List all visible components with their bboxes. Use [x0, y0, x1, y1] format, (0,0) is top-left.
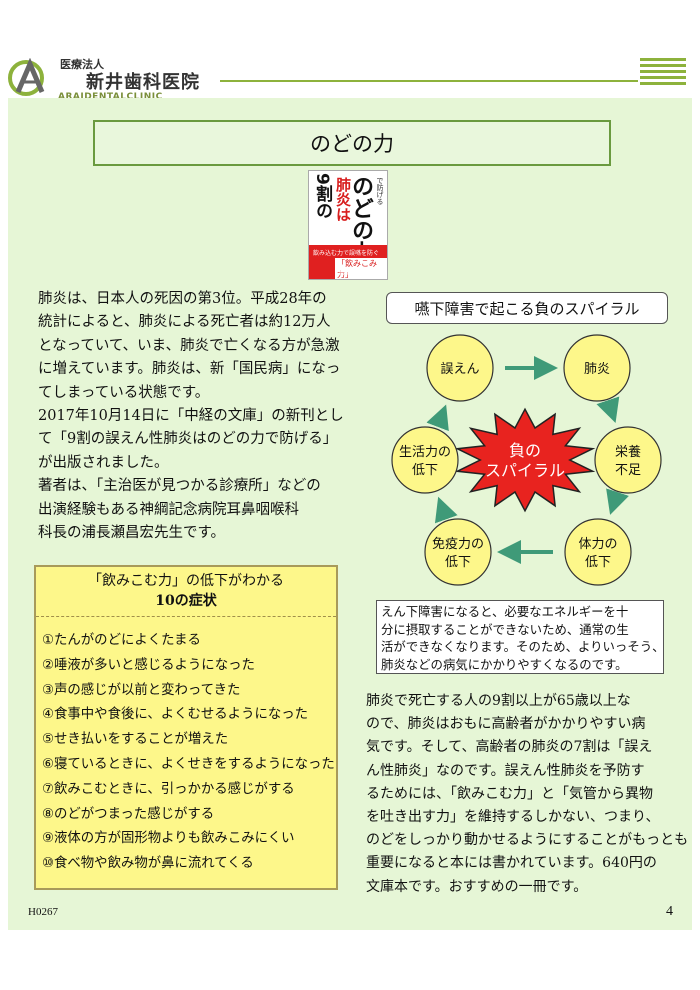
intro-line: て「9割の誤えん性肺炎はのどの力で防げる」 [38, 431, 338, 448]
book-red-title: 肺炎は [334, 177, 352, 222]
symptom-item: ⑤せき払いをすることが増えた [42, 732, 229, 748]
symptom-item: ⑥寝ているときに、よくせきをするようになった [42, 756, 335, 772]
summary-line: 気です。そして、高齢者の肺炎の7割は「誤え [366, 739, 653, 756]
intro-line: 出演経験もある神綱記念病院耳鼻咽喉科 [38, 501, 299, 518]
spiral-node [594, 426, 662, 494]
intro-line: となっていて、いま、肺炎で亡くなる方が急激 [38, 337, 340, 354]
clinic-name: 新井歯科医院 [86, 72, 200, 93]
spiral-node-label: 肺炎 [584, 362, 610, 377]
spiral-node-label: 栄養 [615, 444, 641, 460]
book-band-label: 「飲みこみ力」 [335, 258, 387, 279]
summary-line: のどをしっかり動かせるようにすることがもっとも [366, 832, 689, 849]
spiral-diagram: 負のスパイラル誤えん肺炎栄養不足体力の低下免疫力の低下生活力の低下 [360, 330, 690, 600]
book-band-top: 飲み込む力で誤嚥を防ぐ [313, 250, 380, 257]
spiral-note-line: 肺炎などの病気にかかりやすくなるのです。 [381, 656, 628, 672]
spiral-arrow [426, 404, 449, 432]
spiral-node-label: 免疫力の [432, 536, 484, 552]
intro-line: に増えています。肺炎は、新「国民病」になっ [38, 361, 341, 378]
header-rule [220, 80, 638, 82]
page-title: のどの力 [93, 120, 611, 166]
summary-line: ん性肺炎」なのです。誤えん性肺炎を予防す [366, 762, 645, 779]
symptoms-heading: 「飲みこむ力」の低下がわかる 10の症状 [36, 567, 336, 617]
corporation-label: 医療法人 [60, 58, 104, 71]
book-band: 飲み込む力で誤嚥を防ぐ 「飲みこみ力」 鍛えかた [309, 245, 387, 279]
symptom-item: ③声の感じが以前と変わってきた [42, 682, 241, 698]
clinic-name-en: ARAIDENTALCLINIC [58, 92, 163, 102]
page-number: 4 [666, 904, 673, 919]
spiral-note: えん下障害になると、必要なエネルギーを十 分に摂取することができないため、通常の… [376, 600, 665, 674]
intro-text: 肺炎は、日本人の死因の第3位。平成28年の 統計によると、肺炎による死亡者は約1… [38, 288, 358, 545]
symptoms-heading-line2: 10の症状 [155, 593, 217, 609]
summary-line: るためには、「飲みこむ力」と「気管から異物 [366, 785, 653, 802]
spiral-node-label: 低下 [445, 555, 471, 570]
symptom-item: ⑨液体の方が固形物よりも飲みこみにくい [42, 831, 295, 847]
spiral-node [563, 334, 631, 402]
summary-line: を吐き出す力」を維持するしかない、つまり、 [366, 809, 660, 826]
spiral-svg: 負のスパイラル誤えん肺炎栄養不足体力の低下免疫力の低下生活力の低下 [391, 334, 662, 586]
symptoms-box: 「飲みこむ力」の低下がわかる 10の症状 ①たんがのどによくたまる ②唾液が多い… [34, 565, 338, 890]
header-stripes [640, 58, 686, 88]
spiral-center-label: スパイラル [485, 461, 565, 480]
summary-text: 肺炎で死亡する人の9割以上が65歳以上な ので、肺炎はおもに高齢者がかかりやすい… [366, 690, 689, 899]
intro-line: 統計によると、肺炎による死亡者は約12万人 [38, 314, 331, 331]
spiral-node-label: 低下 [412, 463, 438, 478]
spiral-node [564, 518, 632, 586]
intro-line: 肺炎は、日本人の死因の第3位。平成28年の [38, 291, 327, 307]
spiral-center-burst [454, 407, 596, 513]
spiral-note-line: 活ができなくなります。そのため、よりいっそう、 [381, 639, 665, 654]
symptom-item: ①たんがのどによくたまる [42, 633, 201, 648]
spiral-center-label: 負の [509, 441, 541, 460]
book-cover: 9割の 肺炎は のどの力 で防げる 飲み込む力で誤嚥を防ぐ 「飲みこみ力」 鍛え… [308, 170, 388, 280]
symptom-item: ⑦飲みこむときに、引っかかる感じがする [42, 781, 295, 797]
summary-line: 重要になると本には書かれています。640円の [366, 855, 657, 872]
symptom-item: ④食事中や食後に、よくむせるようになった [42, 707, 309, 723]
spiral-arrow [434, 496, 458, 524]
symptoms-list: ①たんがのどによくたまる ②唾液が多いと感じるようになった ③声の感じが以前と変… [42, 629, 335, 877]
spiral-node-label: 体力の [578, 537, 617, 552]
book-number: 9割の [312, 173, 332, 219]
spiral-node-label: 生活力の [399, 445, 451, 460]
spiral-node [424, 518, 492, 586]
summary-line: ので、肺炎はおもに高齢者がかかりやすい病 [366, 716, 646, 733]
spiral-arrow [606, 488, 629, 515]
book-band-bottom: 鍛えかた [339, 268, 367, 276]
document-code: H0267 [28, 906, 58, 918]
intro-line: が出版されました。 [38, 454, 169, 471]
clinic-logo-icon [8, 58, 45, 96]
intro-line: てしまっている状態です。 [38, 384, 210, 401]
symptom-item: ⑩食べ物や飲み物が鼻に流れてくる [42, 856, 254, 872]
spiral-arrow [596, 396, 620, 424]
intro-line: 2017年10月14日に「中経の文庫」の新刊とし [38, 408, 344, 425]
spiral-note-line: 分に摂取することができないため、通常の生 [381, 621, 629, 637]
spiral-note-line: えん下障害になると、必要なエネルギーを十 [381, 604, 629, 619]
symptom-item: ⑧のどがつまった感じがする [42, 806, 215, 822]
spiral-node-label: 低下 [585, 555, 611, 570]
intro-line: 著者は、「主治医が見つかる診療所」などの [38, 478, 321, 495]
symptoms-heading-line1: 「飲みこむ力」の低下がわかる [88, 573, 284, 589]
spiral-title: 嚥下障害で起こる負のスパイラル [386, 292, 668, 324]
symptom-item: ②唾液が多いと感じるようになった [42, 657, 255, 673]
spiral-node-label: 誤えん [440, 361, 479, 377]
summary-line: 文庫本です。おすすめの一冊です。 [366, 878, 588, 895]
spiral-node [391, 426, 459, 494]
spiral-node [426, 334, 494, 402]
spiral-node-label: 不足 [615, 463, 641, 478]
summary-line: 肺炎で死亡する人の9割以上が65歳以上な [366, 693, 631, 709]
intro-line: 科長の浦長瀬昌宏先生です。 [38, 525, 226, 542]
book-side-title: で防げる [376, 177, 384, 205]
